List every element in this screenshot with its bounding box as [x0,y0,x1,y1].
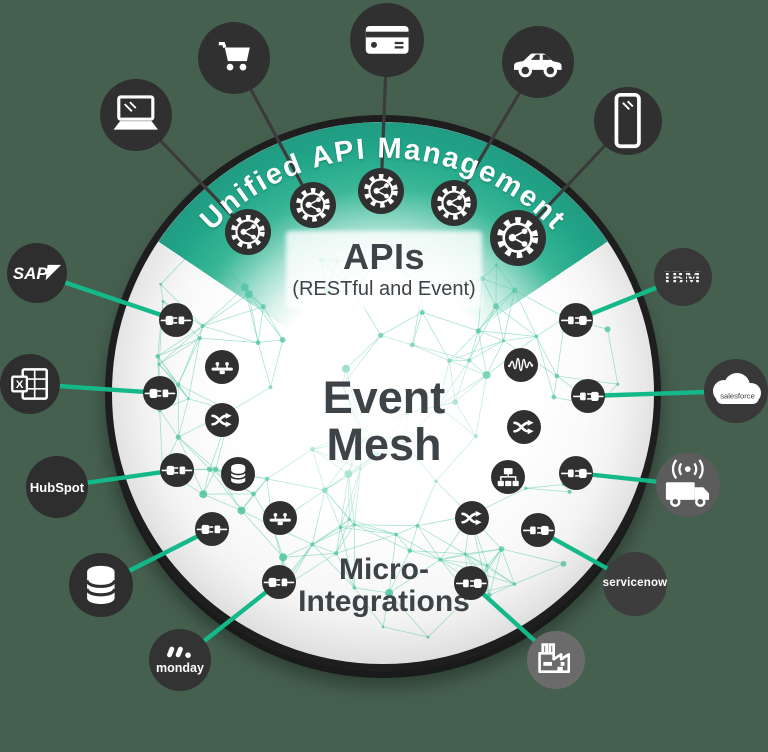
shopping-cart-node [198,22,270,94]
database-inner-node [221,457,255,491]
sitemap-icon [497,467,519,486]
sap-icon: SAP [13,264,62,283]
laptop-icon [113,95,159,130]
plug-r3-node [559,456,593,490]
plug-icon [455,578,487,588]
plug-l2-node [143,376,177,410]
hubspot-logo-text: HubSpot [29,479,85,495]
shuffle-icon [211,412,232,428]
plug-icon [560,315,592,325]
gear-icon [231,215,265,249]
gear-3-node [358,168,404,214]
sitemap-node [491,460,525,494]
plug-r2-node [571,379,605,413]
hubspot-node: HubSpot [26,456,88,518]
gear-5-node [490,210,546,266]
iot-truck-node [656,453,720,517]
plug-r4-node [521,513,555,547]
excel-icon: X [11,368,48,400]
card-icon [365,26,409,54]
car-icon [514,53,562,78]
excel-node: X [0,354,60,414]
plug-icon [160,315,192,325]
plug-r1-node [559,303,593,337]
gear-icon [437,186,471,220]
drone-icon [211,361,233,374]
drone-1-node [205,350,239,384]
shuffle-right-node [507,410,541,444]
ibm-logo-text: IBM [664,267,702,287]
drone-icon [269,512,291,525]
wave-icon [508,357,534,372]
shuffle-left-node [205,403,239,437]
plug-icon [196,524,228,534]
salesforce-node: salesforce [704,359,768,423]
plug-icon [144,388,176,398]
cart-icon [218,42,250,71]
shuffle-icon [461,510,482,526]
micro-integrations-title: Micro- Integrations [0,554,768,618]
laptop-node [100,79,172,151]
waveform-node [504,348,538,382]
apis-title: APIs [342,236,426,277]
apis-subtitle: (RESTful and Event) [292,278,476,300]
database-icon [230,464,246,484]
excel-logo-text: X [16,379,24,391]
monday-m-icon [166,646,191,658]
database-app-node [69,553,133,617]
salesforce-logo-text: salesforce [720,392,755,401]
drone-2-node [263,501,297,535]
servicenow-node: servicenow [603,552,667,616]
ibm-node: IBM [654,248,712,306]
factory-icon [538,643,571,674]
shuffle-icon [513,419,534,435]
cloud-sf-icon: salesforce [713,373,761,404]
smartphone-node [594,87,662,155]
servicenow-logo-text: servicenow [602,577,668,590]
database-icon [85,565,117,605]
sap-node: SAP [7,243,67,303]
plug-r5-node [454,566,488,600]
micro-integrations-line2: Integrations [298,585,470,618]
plug-l3-node [160,453,194,487]
car-node [502,26,574,98]
plug-l4-node [195,512,229,546]
plug-icon [263,577,295,587]
gear-2-node [290,182,336,228]
credit-card-node [350,3,424,77]
gear-icon [296,188,330,222]
ibm-icon: IBM [664,267,702,287]
sap-logo-text: SAP [13,264,48,283]
plug-icon [560,468,592,478]
phone-icon [614,93,642,149]
gear-icon [364,174,398,208]
gear-4-node [431,180,477,226]
plug-icon [161,465,193,475]
plug-icon [522,525,554,535]
gear-1-node [225,209,271,255]
truck-iot-icon [666,459,710,508]
micro-integrations-line1: Micro- [339,553,429,586]
plug-icon [572,391,604,401]
factory-node [527,631,585,689]
plug-l5-node [262,565,296,599]
apis-band [286,231,482,309]
monday-logo-text: monday [156,661,204,676]
monday-node: monday [149,629,211,691]
shuffle-mid-node [455,501,489,535]
plug-l1-node [159,303,193,337]
gear-icon [497,217,539,259]
